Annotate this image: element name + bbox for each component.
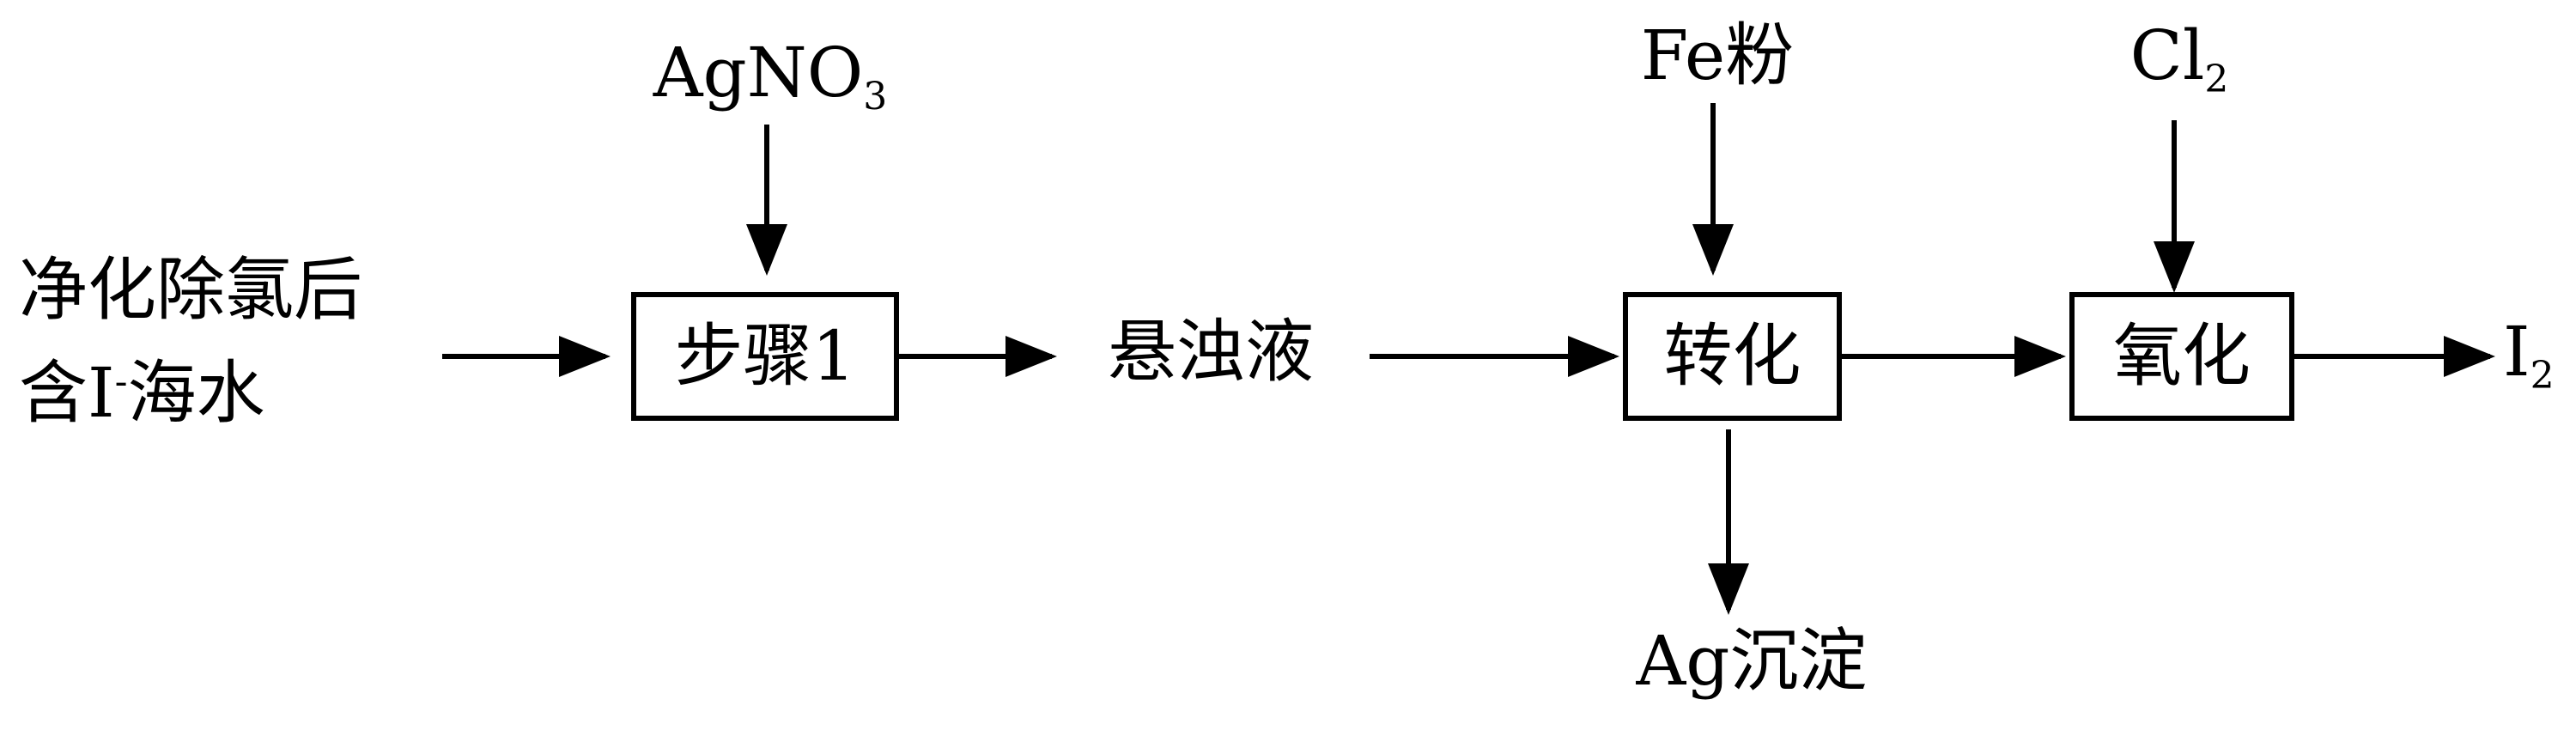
conversion-label: 转化 — [1663, 316, 1801, 396]
reagent-fe-powder: Fe粉 — [1640, 15, 1795, 95]
byproduct-ag-precipitate: Ag沉淀 — [1636, 621, 1868, 701]
intermediate-suspension: 悬浊液 — [1108, 312, 1314, 392]
oxidation-box: 氧化 — [2069, 292, 2294, 421]
product-i2: I2 — [2503, 312, 2555, 398]
oxidation-label: 氧化 — [2113, 316, 2251, 396]
reagent-agno3: AgNO3 — [653, 33, 888, 119]
step1-label: 步骤1 — [674, 316, 856, 396]
reagent-cl2: Cl2 — [2129, 15, 2229, 102]
input-label-line2: 含I-海水 — [19, 353, 265, 433]
input-label-line1: 净化除氯后 — [19, 250, 362, 330]
iodide-ion: I — [88, 353, 115, 433]
iodide-charge: - — [114, 359, 128, 404]
conversion-box: 转化 — [1623, 292, 1842, 421]
step1-box: 步骤1 — [631, 292, 899, 421]
